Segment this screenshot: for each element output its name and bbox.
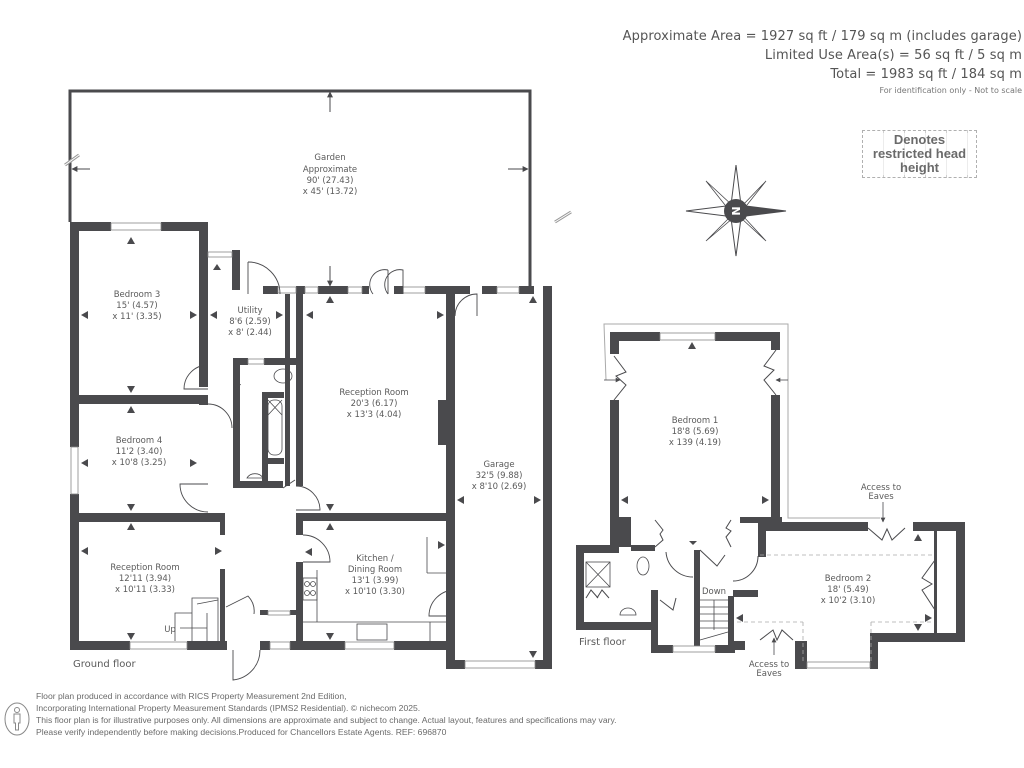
svg-text:Garage: Garage xyxy=(483,460,514,470)
room-bedroom-2: Bedroom 2 18' (5.49) x 10'2 (3.10) xyxy=(821,574,876,606)
room-garden: Garden Approximate 90' (27.43) x 45' (13… xyxy=(303,153,358,197)
shower-icon xyxy=(585,561,611,588)
svg-text:Access to: Access to xyxy=(861,483,901,493)
hob-icon xyxy=(302,577,318,601)
svg-text:x 11' (3.35): x 11' (3.35) xyxy=(112,312,161,322)
svg-text:Eaves: Eaves xyxy=(868,492,894,502)
svg-text:Approximate: Approximate xyxy=(303,165,357,175)
svg-text:32'5 (9.88): 32'5 (9.88) xyxy=(476,471,523,481)
svg-text:Eaves: Eaves xyxy=(756,669,782,679)
person-icon xyxy=(4,702,30,736)
svg-text:12'11 (3.94): 12'11 (3.94) xyxy=(119,574,171,584)
sink-icon xyxy=(356,623,388,641)
svg-text:Bedroom 1: Bedroom 1 xyxy=(672,416,719,426)
toilet-icon xyxy=(273,368,293,384)
svg-text:x 8' (2.44): x 8' (2.44) xyxy=(228,328,272,338)
svg-text:x 10'11 (3.33): x 10'11 (3.33) xyxy=(115,585,175,595)
svg-text:18' (5.49): 18' (5.49) xyxy=(827,585,868,595)
svg-text:Kitchen /: Kitchen / xyxy=(356,554,394,564)
svg-text:x 10'2 (3.10): x 10'2 (3.10) xyxy=(821,596,876,606)
restricted-head-height-legend: Denotes restricted head height xyxy=(862,130,977,178)
basin-icon xyxy=(619,607,637,616)
svg-text:90' (27.43): 90' (27.43) xyxy=(307,176,354,186)
stairs-icon xyxy=(174,597,219,641)
eaves-access-top: Access to Eaves xyxy=(861,483,901,502)
svg-text:Utility: Utility xyxy=(237,306,262,316)
footer-line-1: Floor plan produced in accordance with R… xyxy=(36,691,347,701)
first-floor-plan: Bedroom 1 18'8 (5.69) x 139 (4.19) Bedro… xyxy=(576,323,965,679)
svg-text:Bedroom 2: Bedroom 2 xyxy=(825,574,872,584)
svg-text:20'3 (6.17): 20'3 (6.17) xyxy=(351,399,398,409)
svg-text:x 8'10 (2.69): x 8'10 (2.69) xyxy=(472,482,527,492)
svg-text:8'6 (2.59): 8'6 (2.59) xyxy=(229,317,270,327)
svg-text:x 10'8 (3.25): x 10'8 (3.25) xyxy=(112,458,167,468)
room-reception-room-rear: Reception Room 20'3 (6.17) x 13'3 (4.04) xyxy=(339,388,408,420)
eaves-access-bottom: Access to Eaves xyxy=(749,660,789,679)
stairs-icon xyxy=(699,599,729,641)
svg-text:Reception Room: Reception Room xyxy=(110,563,179,573)
footer-line-3: This floor plan is for illustrative purp… xyxy=(36,715,617,725)
room-bedroom-3: Bedroom 3 15' (4.57) x 11' (3.35) xyxy=(112,290,161,322)
svg-text:Access to: Access to xyxy=(749,660,789,670)
limited-use-area: Limited Use Area(s) = 56 sq ft / 5 sq m xyxy=(764,48,1022,63)
room-garage: Garage 32'5 (9.88) x 8'10 (2.69) xyxy=(472,460,527,492)
compass-icon: N xyxy=(685,164,787,257)
svg-text:18'8 (5.69): 18'8 (5.69) xyxy=(672,427,719,437)
room-utility: Utility 8'6 (2.59) x 8' (2.44) xyxy=(228,306,272,338)
svg-text:Bedroom 4: Bedroom 4 xyxy=(116,436,163,446)
first-floor-label: First floor xyxy=(579,637,627,648)
svg-text:Garden: Garden xyxy=(314,153,345,163)
room-bedroom-1: Bedroom 1 18'8 (5.69) x 139 (4.19) xyxy=(669,416,721,448)
room-bedroom-4: Bedroom 4 11'2 (3.40) x 10'8 (3.25) xyxy=(112,436,167,468)
scale-disclaimer: For identification only - Not to scale xyxy=(879,86,1022,95)
toilet-icon xyxy=(636,556,650,576)
room-kitchen-dining: Kitchen / Dining Room 13'1 (3.99) x 10'1… xyxy=(345,554,405,597)
legend-label: Denotes restricted head height xyxy=(863,133,976,175)
total-area: Total = 1983 sq ft / 184 sq m xyxy=(830,67,1022,82)
svg-text:13'1 (3.99): 13'1 (3.99) xyxy=(352,576,399,586)
footer-line-2: Incorporating International Property Mea… xyxy=(36,703,421,713)
svg-text:x 139 (4.19): x 139 (4.19) xyxy=(669,438,721,448)
room-reception-room-front: Reception Room 12'11 (3.94) x 10'11 (3.3… xyxy=(110,563,179,595)
stairs-up-label: Up xyxy=(164,625,176,635)
svg-text:15' (4.57): 15' (4.57) xyxy=(116,301,157,311)
svg-text:x 45' (13.72): x 45' (13.72) xyxy=(303,187,358,197)
svg-text:11'2 (3.40): 11'2 (3.40) xyxy=(116,447,163,457)
footer-disclaimer: Floor plan produced in accordance with R… xyxy=(36,690,617,738)
svg-text:x 13'3 (4.04): x 13'3 (4.04) xyxy=(347,410,402,420)
ground-floor-label: Ground floor xyxy=(73,659,136,670)
bath-icon xyxy=(267,399,283,456)
svg-text:Reception Room: Reception Room xyxy=(339,388,408,398)
footer-line-4: Please verify independently before makin… xyxy=(36,727,447,737)
svg-text:x 10'10 (3.30): x 10'10 (3.30) xyxy=(345,587,405,597)
ground-floor-plan: Garden Approximate 90' (27.43) x 45' (13… xyxy=(64,89,572,681)
svg-text:Bedroom 3: Bedroom 3 xyxy=(114,290,161,300)
area-summary: Approximate Area = 1927 sq ft / 179 sq m… xyxy=(623,27,1022,98)
stairs-down-label: Down xyxy=(702,587,726,597)
compass-north-label: N xyxy=(729,206,742,215)
approximate-area: Approximate Area = 1927 sq ft / 179 sq m… xyxy=(622,29,1022,44)
basin-icon xyxy=(246,473,264,479)
svg-text:Dining Room: Dining Room xyxy=(348,565,402,575)
